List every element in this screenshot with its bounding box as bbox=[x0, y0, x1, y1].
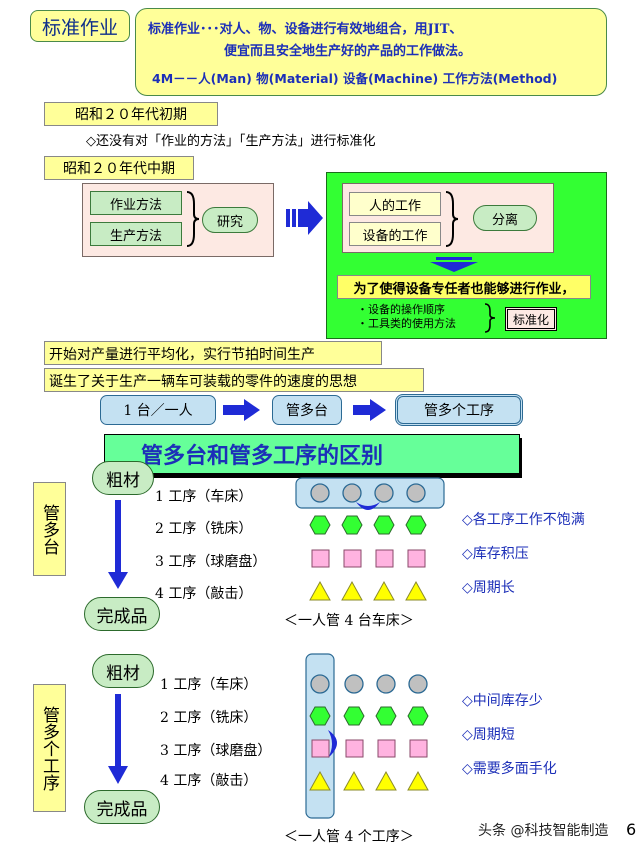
part1-raw-material: 粗材 bbox=[92, 461, 154, 495]
brace-icon bbox=[186, 191, 200, 247]
grinder-icon bbox=[375, 549, 394, 568]
lathe-icon bbox=[406, 483, 426, 503]
grinder-icon bbox=[407, 549, 426, 568]
production-method-box: 生产方法 bbox=[90, 222, 182, 246]
definition-box: 标准作业･･･对人、物、设备进行有效地组合，用JIT、 便宜而且安全地生产好的产… bbox=[135, 8, 607, 96]
flow-multi-process: 管多个工序 bbox=[395, 394, 523, 426]
standardize-box: 标准化 bbox=[505, 307, 557, 331]
flow-multi-machine: 管多台 bbox=[272, 395, 342, 425]
right-arrow-icon bbox=[353, 399, 386, 421]
worker-icon bbox=[356, 502, 380, 510]
early-label: 昭和２０年代初期 bbox=[44, 102, 218, 126]
brace-icon bbox=[484, 303, 496, 333]
note-item: ◇需要多面手化 bbox=[462, 761, 557, 777]
research-oval: 研究 bbox=[202, 207, 258, 233]
definition-line3: 4M－－人(Man) 物(Material) 设备(Machine) 工作方法(… bbox=[152, 71, 558, 86]
brace-icon bbox=[445, 191, 459, 247]
part1-step: 1 工序（车床） bbox=[155, 489, 253, 505]
down-arrow-icon bbox=[108, 500, 128, 589]
banner-box: 为了使得设备专任者也能够进行作业， bbox=[337, 275, 591, 299]
right-arrow-icon bbox=[286, 201, 323, 235]
milling-icon bbox=[405, 515, 427, 535]
part1-notes: ◇各工序工作不饱满 ◇库存积压 ◇周期长 bbox=[462, 503, 585, 605]
milling-icon bbox=[341, 515, 363, 535]
press-icon bbox=[343, 770, 365, 791]
press-icon bbox=[341, 580, 363, 601]
note-item: ◇周期短 bbox=[462, 727, 515, 743]
part1-step: 4 工序（敲击） bbox=[155, 586, 253, 602]
lathe-icon bbox=[310, 674, 330, 694]
part1-caption: ＜一人管 4 台车床＞ bbox=[284, 613, 414, 629]
lathe-icon bbox=[342, 483, 362, 503]
lathe-icon bbox=[374, 483, 394, 503]
part1-machines bbox=[295, 477, 445, 601]
part2-step: 2 工序（铣床） bbox=[160, 710, 258, 726]
press-icon bbox=[373, 580, 395, 601]
separation-inner: 人的工作 设备的工作 分离 bbox=[342, 183, 554, 253]
milling-icon bbox=[373, 515, 395, 535]
part2-finished-product: 完成品 bbox=[84, 790, 160, 824]
page-number: 6 bbox=[626, 820, 637, 839]
lathe-icon bbox=[344, 674, 364, 694]
grinder-icon bbox=[345, 739, 364, 758]
part2-machines bbox=[305, 653, 429, 819]
separation-panel: 人的工作 设备的工作 分离 为了使得设备专任者也能够进行作业， ・设备的操作顺序… bbox=[326, 172, 607, 339]
research-panel: 作业方法 生产方法 研究 bbox=[82, 183, 274, 257]
grinder-icon bbox=[343, 549, 362, 568]
part2-step: 1 工序（车床） bbox=[160, 677, 258, 693]
grinder-icon bbox=[377, 739, 396, 758]
note-item: ◇库存积压 bbox=[462, 546, 529, 562]
milling-icon bbox=[343, 706, 365, 726]
milling-icon bbox=[375, 706, 397, 726]
grinder-icon bbox=[311, 739, 330, 758]
lathe-icon bbox=[310, 483, 330, 503]
idea-label: 诞生了关于生产一辆车可装载的零件的速度的思想 bbox=[44, 368, 424, 392]
milling-icon bbox=[309, 515, 331, 535]
mid-label: 昭和２０年代中期 bbox=[44, 156, 194, 180]
definition-line2: 便宜而且安全地生产好的产品的工作做法。 bbox=[224, 44, 472, 59]
early-note: ◇还没有对「作业的方法」「生产方法」进行标准化 bbox=[86, 134, 376, 149]
milling-icon bbox=[407, 706, 429, 726]
milling-icon bbox=[309, 706, 331, 726]
grinder-icon bbox=[409, 739, 428, 758]
part2-step: 4 工序（敲击） bbox=[160, 773, 258, 789]
definition-line1: 标准作业･･･对人、物、设备进行有效地组合，用JIT、 bbox=[148, 22, 463, 37]
right-arrow-icon bbox=[223, 399, 260, 421]
lathe-icon bbox=[376, 674, 396, 694]
work-method-box: 作业方法 bbox=[90, 191, 182, 215]
down-arrow-icon bbox=[108, 694, 128, 784]
human-work-box: 人的工作 bbox=[349, 192, 441, 216]
down-arrow-icon bbox=[430, 257, 478, 272]
part2-caption: ＜一人管 4 个工序＞ bbox=[284, 829, 414, 845]
press-icon bbox=[407, 770, 429, 791]
grinder-icon bbox=[311, 549, 330, 568]
bullet-list: ・设备的操作顺序 ・工具类的使用方法 bbox=[357, 303, 456, 331]
bullet-item: ・工具类的使用方法 bbox=[357, 317, 456, 330]
separation-oval: 分离 bbox=[473, 205, 537, 231]
part2-notes: ◇中间库存少 ◇周期短 ◇需要多面手化 bbox=[462, 684, 557, 786]
part1-step: 2 工序（铣床） bbox=[155, 521, 253, 537]
part2-step: 3 工序（球磨盘） bbox=[160, 743, 272, 759]
title-label: 标准作业 bbox=[30, 10, 130, 42]
press-icon bbox=[309, 770, 331, 791]
press-icon bbox=[375, 770, 397, 791]
note-item: ◇中间库存少 bbox=[462, 693, 543, 709]
watermark: 头条 @科技智能制造 bbox=[478, 823, 609, 839]
machine-work-box: 设备的工作 bbox=[349, 222, 441, 246]
note-item: ◇各工序工作不饱满 bbox=[462, 512, 585, 528]
bullet-item: ・设备的操作顺序 bbox=[357, 303, 445, 316]
press-icon bbox=[309, 580, 331, 601]
part1-step: 3 工序（球磨盘） bbox=[155, 554, 267, 570]
part2-raw-material: 粗材 bbox=[92, 654, 154, 688]
section-title: 管多台和管多工序的区别 bbox=[104, 434, 520, 474]
press-icon bbox=[405, 580, 427, 601]
part1-finished-product: 完成品 bbox=[84, 597, 160, 631]
worker-icon bbox=[328, 730, 337, 758]
flow-one-person-one-machine: 1 台／一人 bbox=[100, 395, 216, 425]
part2-side-label: 管多个工序 bbox=[33, 684, 66, 812]
note-item: ◇周期长 bbox=[462, 580, 515, 596]
lathe-icon bbox=[408, 674, 428, 694]
leveling-label: 开始对产量进行平均化，实行节拍时间生产 bbox=[44, 341, 382, 365]
part1-side-label: 管多台 bbox=[33, 482, 66, 576]
